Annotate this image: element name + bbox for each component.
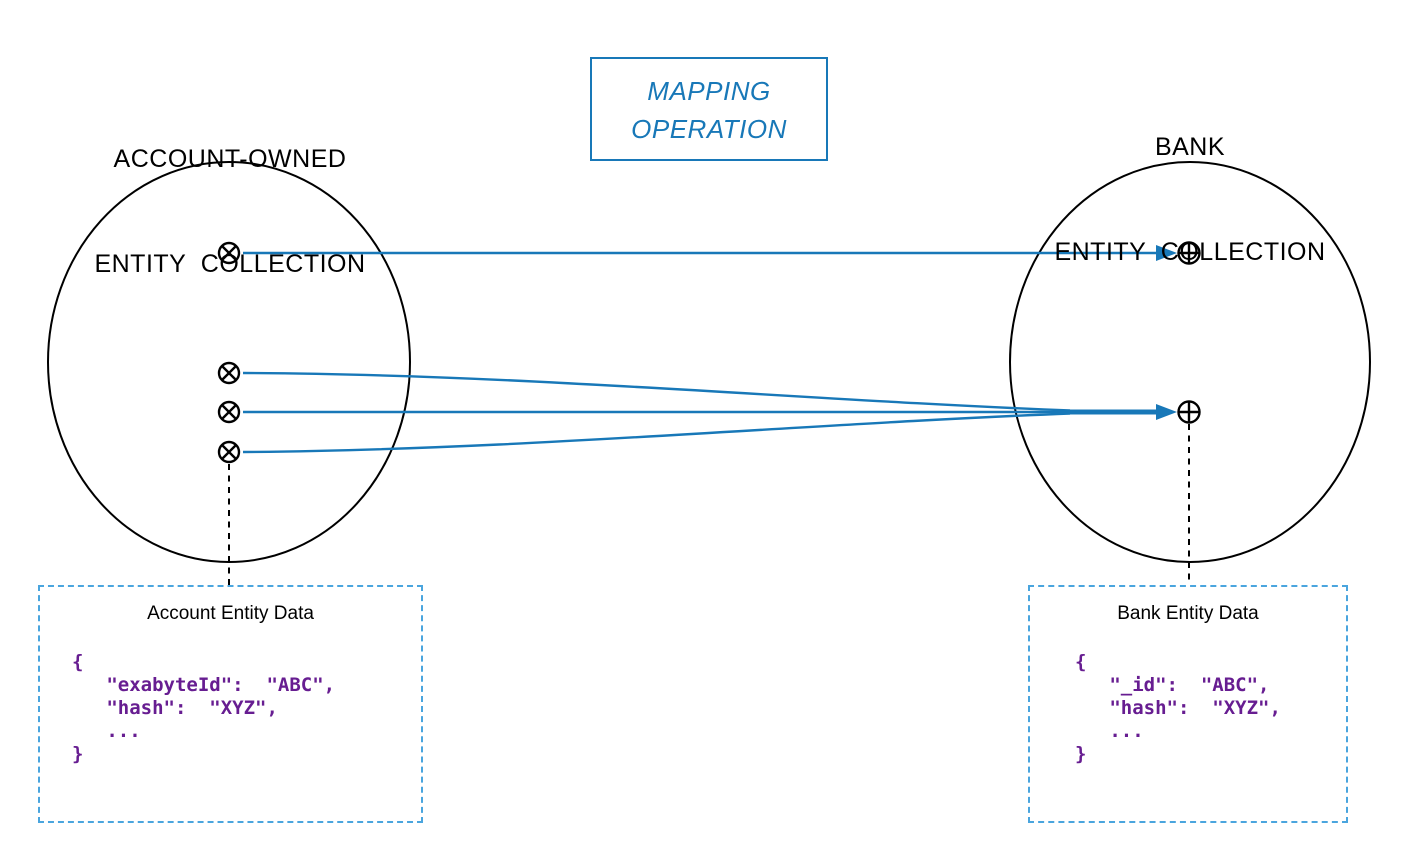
bank-entity-json-snippet: { "_id": "ABC", "hash": "XYZ", ... } — [1075, 651, 1281, 765]
mapping-arrow-top-head — [1156, 245, 1177, 261]
circle-x-icon — [217, 241, 241, 265]
circle-plus-icon — [1177, 241, 1201, 265]
bank-collection-title-line1: BANK — [1154, 133, 1226, 161]
mapping-operation-label-line2: OPERATION — [631, 114, 787, 144]
bank-entity-data-box: Bank Entity Data { "_id": "ABC", "hash":… — [1028, 585, 1348, 823]
account-entity-data-box: Account Entity Data { "exabyteId": "ABC"… — [38, 585, 423, 823]
account-collection-title: ACCOUNT-OWNED ENTITY COLLECTION — [30, 72, 430, 352]
mapping-operation-label-line1: MAPPING — [647, 76, 771, 106]
circle-x-icon — [217, 361, 241, 385]
mapping-operation-box: MAPPING OPERATION — [590, 57, 828, 161]
bank-collection-title-line2: ENTITY COLLECTION — [1054, 238, 1326, 266]
account-collection-title-line1: ACCOUNT-OWNED — [113, 145, 347, 173]
mapping-arrow-merged-head — [1156, 404, 1177, 420]
bank-entity-data-title: Bank Entity Data — [1117, 603, 1259, 624]
mapping-arrow-lower-curve — [242, 412, 1071, 454]
account-collection-title-line2: ENTITY COLLECTION — [94, 250, 366, 278]
account-entity-data-title: Account Entity Data — [147, 603, 314, 624]
mapping-arrow-upper-curve — [242, 371, 1071, 412]
circle-x-icon — [217, 400, 241, 424]
bank-collection-title: BANK ENTITY COLLECTION — [990, 60, 1390, 340]
circle-x-icon — [217, 440, 241, 464]
circle-plus-icon — [1177, 400, 1201, 424]
account-entity-json-snippet: { "exabyteId": "ABC", "hash": "XYZ", ...… — [72, 651, 336, 765]
